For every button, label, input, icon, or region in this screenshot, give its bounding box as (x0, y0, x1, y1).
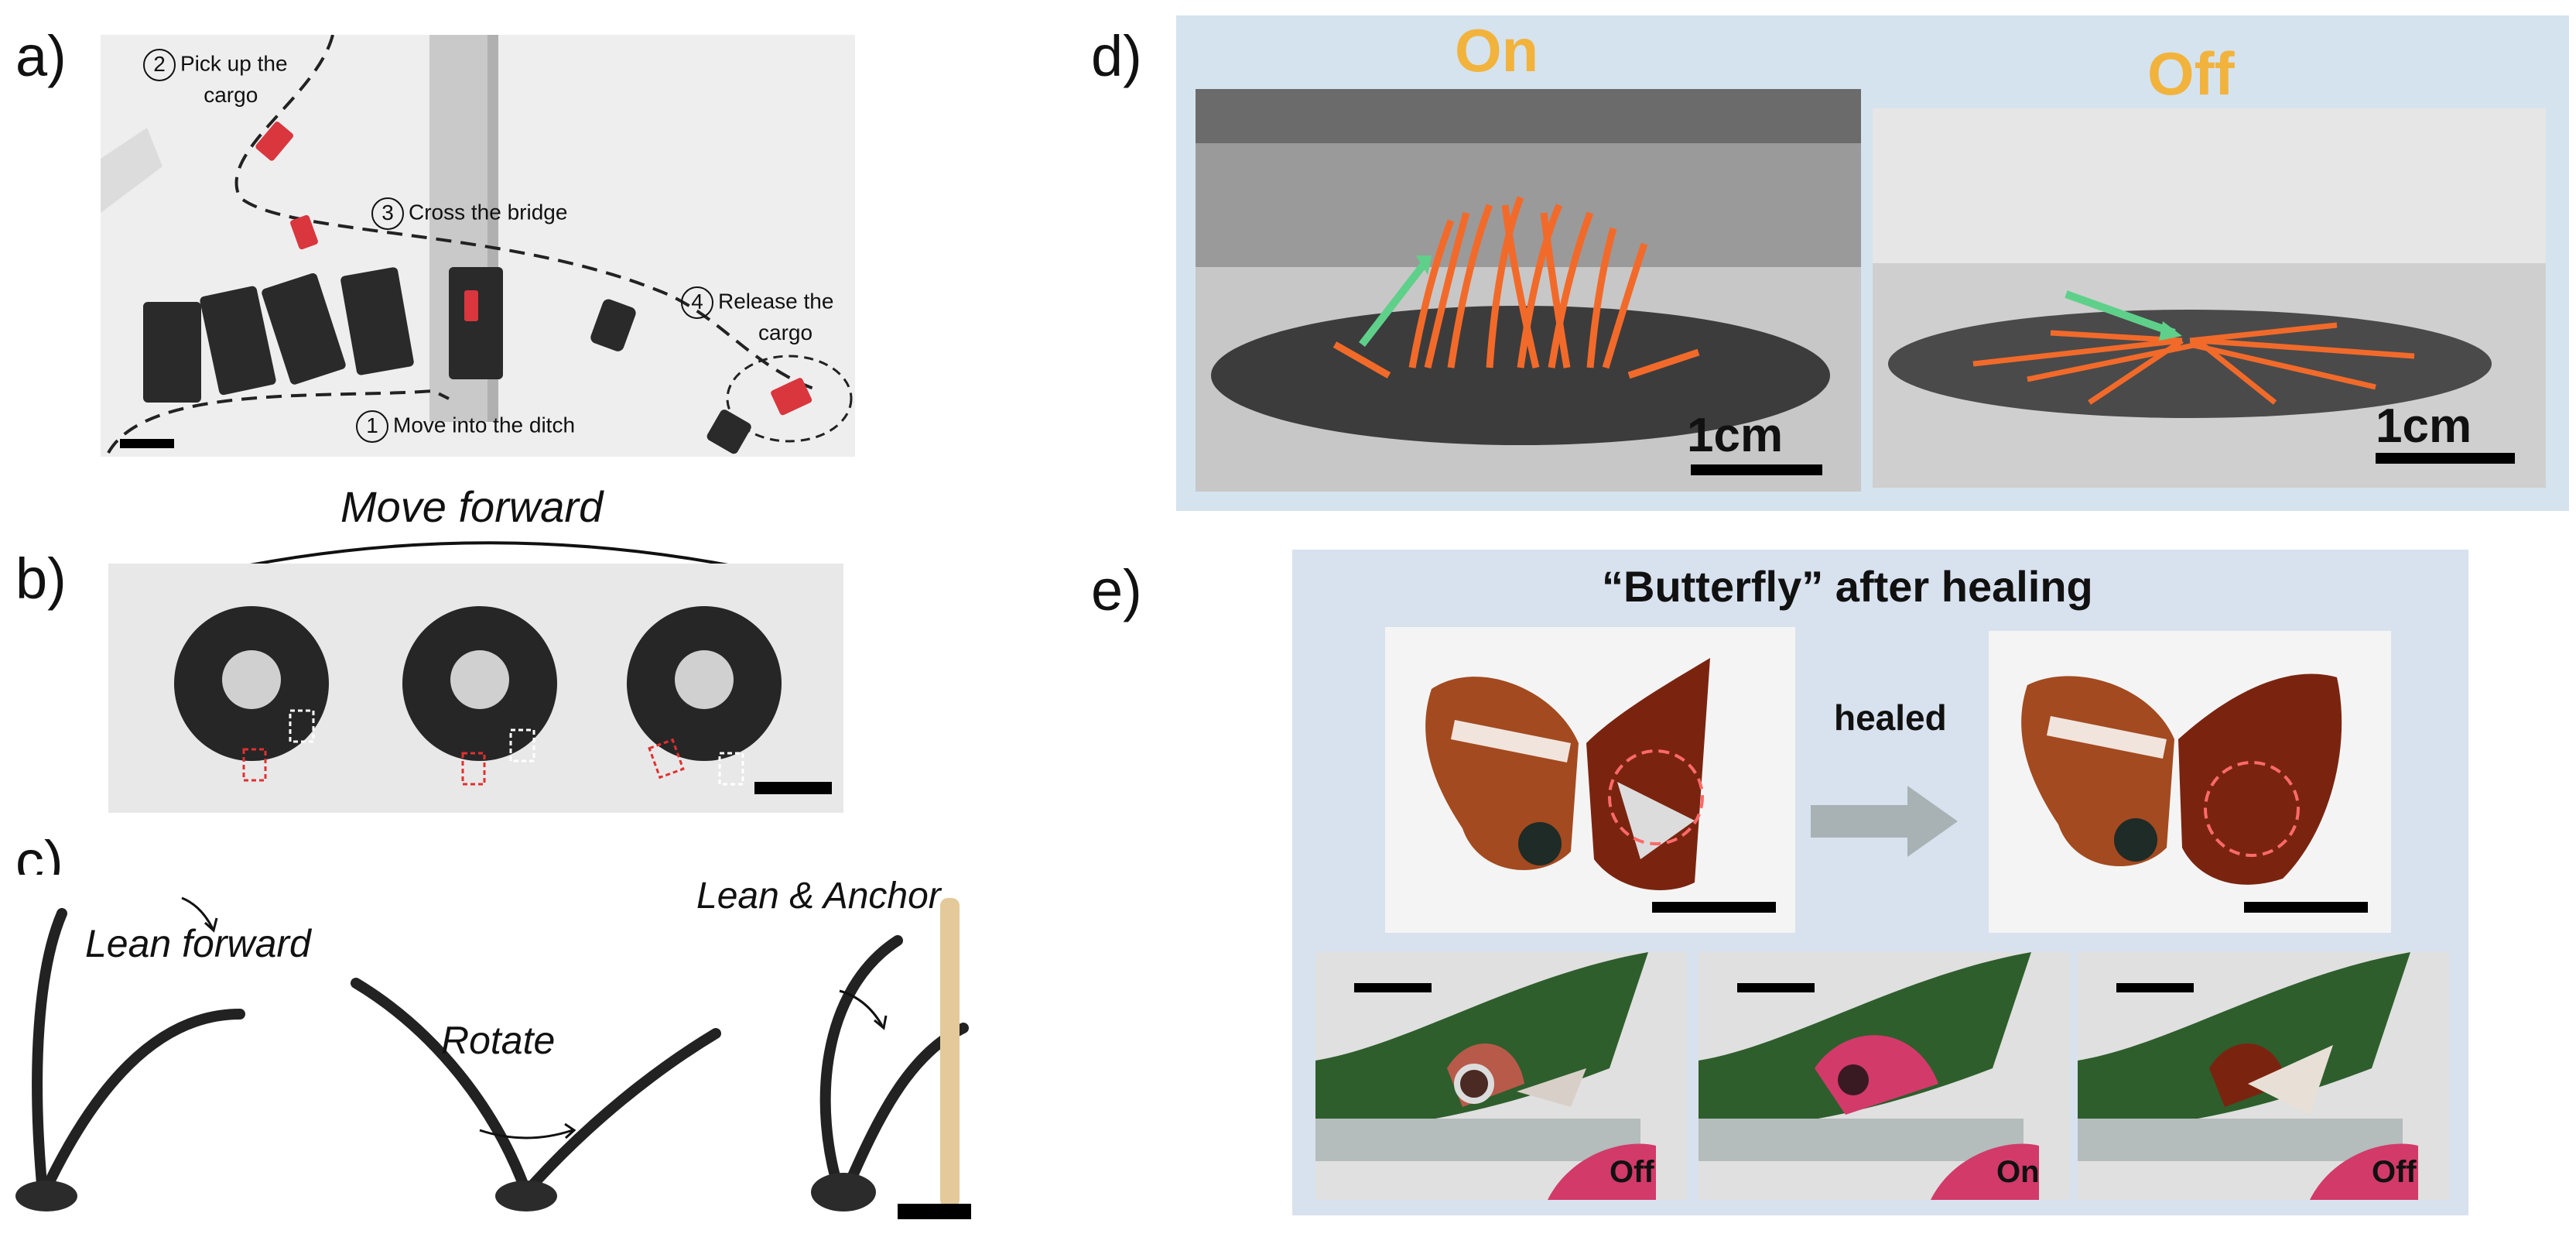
butterfly-off-1-scalebar (1354, 983, 1432, 992)
butterfly-before-photo (1385, 627, 1795, 933)
step-text: cargo (204, 83, 258, 107)
step-number: 4 (681, 286, 713, 319)
step-text: Pick up the (180, 51, 288, 76)
healed-label: healed (1834, 697, 1947, 738)
panel-d-frame: On Off 1cm (1176, 15, 2569, 511)
panel-d-off-label: Off (2147, 39, 2235, 108)
panel-e-letter: e) (1091, 558, 1142, 622)
panel-d-on-photo: 1cm (1196, 89, 1861, 492)
panel-d-off-scalebar (2376, 453, 2515, 464)
panel-b-photo (108, 564, 843, 813)
panel-e-frame: “Butterfly” after healing healed (1292, 550, 2468, 1215)
panel-d-letter: d) (1091, 24, 1142, 88)
butterfly-after-photo (1989, 631, 2391, 933)
label-rotate: Rotate (441, 1019, 556, 1062)
butterfly-off-2-label: Off (2372, 1155, 2417, 1189)
step-text: Release the (718, 289, 834, 314)
panel-c-scalebar (898, 1204, 971, 1219)
step-number: 2 (143, 49, 176, 81)
step-text: Cross the bridge (409, 200, 568, 224)
panel-a-scalebar (120, 439, 174, 448)
panel-d-on-scale-text: 1cm (1687, 409, 1784, 462)
label-lean-anchor: Lean & Anchor (696, 876, 941, 917)
panel-b-scalebar (754, 782, 832, 794)
step-number: 1 (356, 410, 388, 443)
butterfly-on-photo: On (1699, 952, 2070, 1200)
butterfly-after-scalebar (2244, 902, 2368, 913)
panel-d-on-scalebar (1691, 464, 1822, 475)
panel-b-letter: b) (15, 547, 67, 611)
step-text: Move into the ditch (393, 413, 576, 437)
panel-e-title: “Butterfly” after healing (1602, 562, 2093, 611)
butterfly-off-1-photo: Off (1315, 952, 1687, 1200)
butterfly-off-2-photo: Off (2078, 952, 2449, 1200)
panel-b-caption: Move forward (340, 482, 604, 531)
butterfly-before-scalebar (1652, 902, 1776, 913)
butterfly-on-label: On (1996, 1155, 2040, 1189)
step-text: cargo (758, 320, 813, 344)
butterfly-on-scalebar (1737, 983, 1815, 992)
butterfly-off-1-label: Off (1610, 1155, 1654, 1189)
panel-d-off-photo: 1cm (1873, 108, 2546, 488)
panel-a-letter: a) (15, 24, 67, 88)
label-lean-forward: Lean forward (85, 922, 311, 965)
panel-d-off-scale-text: 1cm (2376, 399, 2472, 453)
butterfly-off-2-scalebar (2116, 983, 2194, 992)
panel-c-photo: Lean forward Rotate Lean & Anchor (0, 875, 975, 1239)
step-number: 3 (371, 197, 404, 230)
panel-d-on-label: On (1455, 16, 1539, 84)
